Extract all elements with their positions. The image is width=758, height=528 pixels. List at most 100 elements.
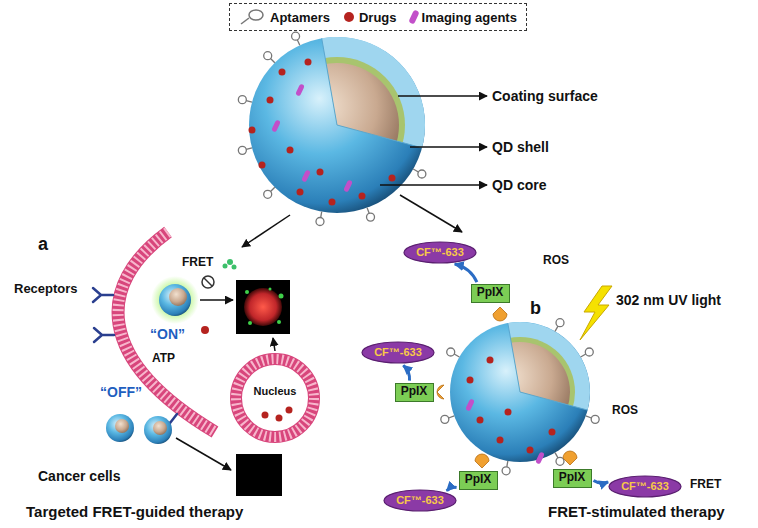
aptamer <box>555 326 558 331</box>
aptamer <box>591 415 599 423</box>
drug-dot <box>287 147 294 154</box>
drug-dot <box>262 412 269 419</box>
aptamer <box>297 40 300 45</box>
cell-membrane <box>118 232 215 432</box>
leader-arrow <box>410 146 487 148</box>
fret-arrow <box>447 487 457 491</box>
drug-dot <box>305 59 312 66</box>
node-text: CF™-633 <box>396 494 444 507</box>
drug-dot <box>497 437 504 444</box>
fluorescence-image <box>269 288 272 291</box>
drug-dot <box>359 193 366 200</box>
node-text: CF™-633 <box>416 246 464 259</box>
quantum-dot-large <box>240 30 440 230</box>
aptamer <box>264 52 272 60</box>
quantum-dot-on <box>169 288 187 306</box>
uv-lightning <box>580 286 612 340</box>
molecule-label: ATP <box>152 352 175 366</box>
part-label: Cancer cells <box>38 468 121 484</box>
aptamer <box>246 148 252 150</box>
dye-ellipse: CF™-633 <box>383 489 457 512</box>
quantum-dot-b <box>508 323 588 410</box>
cutaway <box>440 310 600 470</box>
aptamer <box>367 208 369 214</box>
imaging-agent <box>271 120 281 133</box>
aptamer <box>238 96 246 104</box>
cell-membrane <box>118 232 215 432</box>
imaging-swatch <box>408 9 419 24</box>
fluorescence-image <box>236 280 290 334</box>
dye-ellipse: CF™-633 <box>608 475 682 498</box>
aptamer <box>441 415 449 423</box>
drug-dot <box>477 417 484 424</box>
fret-arrow <box>594 480 609 483</box>
aptamer <box>418 170 426 178</box>
leader-arrow <box>400 195 462 232</box>
drug-dot <box>267 97 274 104</box>
aptamer-icon <box>249 10 263 20</box>
aptamer-binding <box>437 385 444 399</box>
ellipse-outline <box>609 476 681 497</box>
aptamer <box>271 187 275 191</box>
aptamer <box>321 212 322 218</box>
aptamer <box>454 354 459 357</box>
ellipse-outline <box>384 490 456 511</box>
dye-icon <box>223 259 237 270</box>
aptamer <box>413 169 418 172</box>
imaging-agent <box>465 399 475 412</box>
fluorescence-image <box>236 280 290 334</box>
panel-caption: Targeted FRET-guided therapy <box>26 503 243 520</box>
part-label: Receptors <box>14 282 78 297</box>
part-label: QD shell <box>492 139 549 155</box>
fluorescence-image <box>244 288 282 326</box>
legend-entry: Aptamers <box>239 8 330 26</box>
legend-text: Imaging agents <box>422 10 517 25</box>
aptamer-icon <box>239 8 265 26</box>
node-text: CF™-633 <box>374 346 422 359</box>
molecule-label: ROS <box>612 404 638 418</box>
legend-text: Drugs <box>359 10 397 25</box>
node-text: PpIX <box>465 473 492 487</box>
ellipse-outline <box>404 242 476 263</box>
panel-letter: b <box>530 298 541 319</box>
dye-icon <box>223 264 228 269</box>
drug-dot <box>549 429 556 436</box>
node-text: Nucleus <box>254 385 297 398</box>
aptamer <box>264 190 272 198</box>
dye-icon <box>227 259 233 265</box>
photosensitizer-box: PpIX <box>471 284 510 303</box>
imaging-agent <box>301 170 311 183</box>
light-label: 302 nm UV light <box>616 292 721 308</box>
leader-arrow <box>398 95 487 97</box>
quantum-dot-b <box>440 310 600 470</box>
node-text: PpIX <box>401 385 428 399</box>
drug-dot <box>279 69 286 76</box>
quantum-dot-off <box>144 416 172 444</box>
aptamer-binding <box>437 307 577 468</box>
drug-dot <box>329 199 336 206</box>
drug-dot <box>317 169 324 176</box>
quantum-dot-on <box>159 284 191 316</box>
state-label: “ON” <box>150 326 185 342</box>
process-label: FRET <box>182 256 213 270</box>
aptamer <box>271 59 275 63</box>
aptamer <box>449 416 455 418</box>
drug-dot <box>467 377 474 384</box>
aptamer <box>556 457 564 465</box>
quantum-dot-large <box>322 38 422 148</box>
fret-arrow <box>403 365 409 380</box>
blocked-symbol <box>202 276 214 288</box>
cell-membrane <box>118 232 215 432</box>
imaging-agent <box>295 84 305 97</box>
flow-arrow <box>273 338 275 351</box>
nucleus-outline <box>230 353 320 443</box>
drug-dot <box>487 357 494 364</box>
fluorescence-image <box>248 321 252 325</box>
legend-entry: Drugs <box>344 10 397 25</box>
aptamer <box>556 319 564 327</box>
fret-arrow <box>455 264 477 282</box>
receptor-symbol <box>94 328 114 342</box>
state-label: “OFF” <box>100 384 142 400</box>
dark-image <box>236 454 282 496</box>
